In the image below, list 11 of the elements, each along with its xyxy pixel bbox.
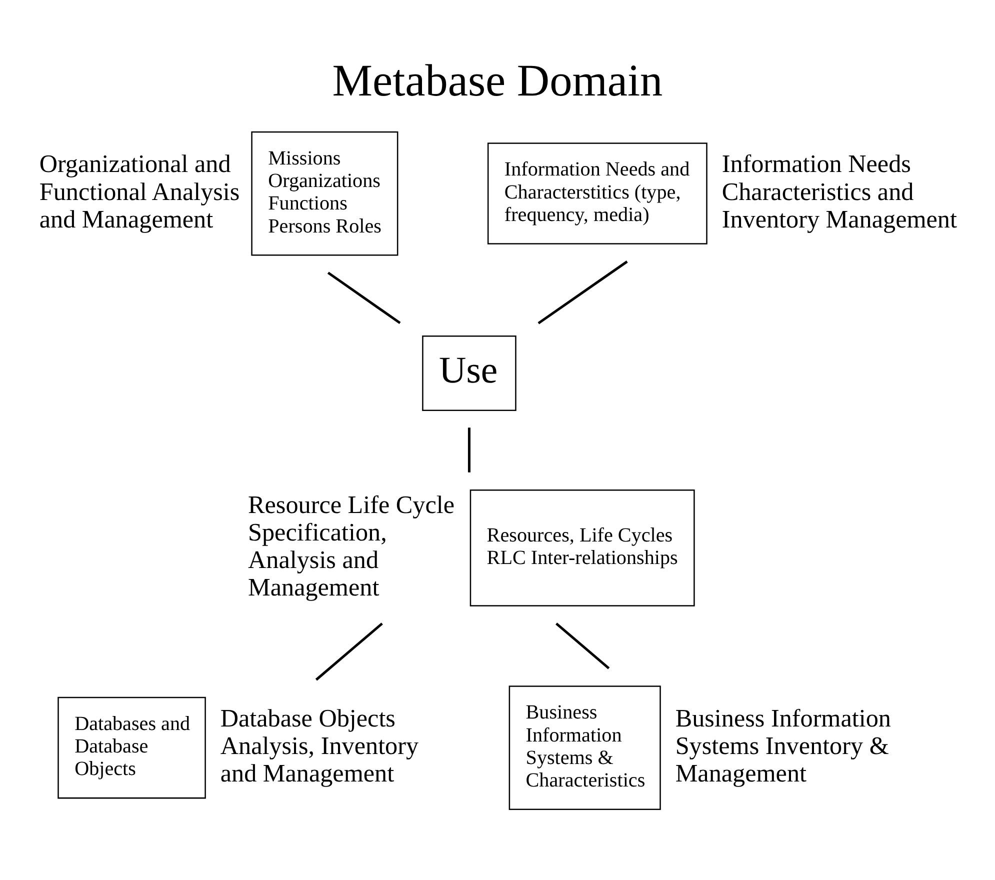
- connector: [468, 427, 470, 472]
- node-label: Information Needs Characteristics and Inventory Management: [722, 150, 957, 233]
- node-label: Resource Life Cycle Specification, Analysis and Management: [248, 491, 455, 602]
- connector: [538, 260, 628, 324]
- node-label: Database Objects Analysis, Inventory and Management: [220, 704, 419, 788]
- node-label: Business Information Systems Inventory & Management: [675, 704, 891, 788]
- connector: [327, 271, 401, 324]
- connector: [556, 622, 610, 669]
- node-label: Organizational and Functional Analysis and Management: [39, 150, 240, 233]
- connector: [315, 622, 383, 680]
- diagram-title: Metabase Domain: [332, 54, 663, 105]
